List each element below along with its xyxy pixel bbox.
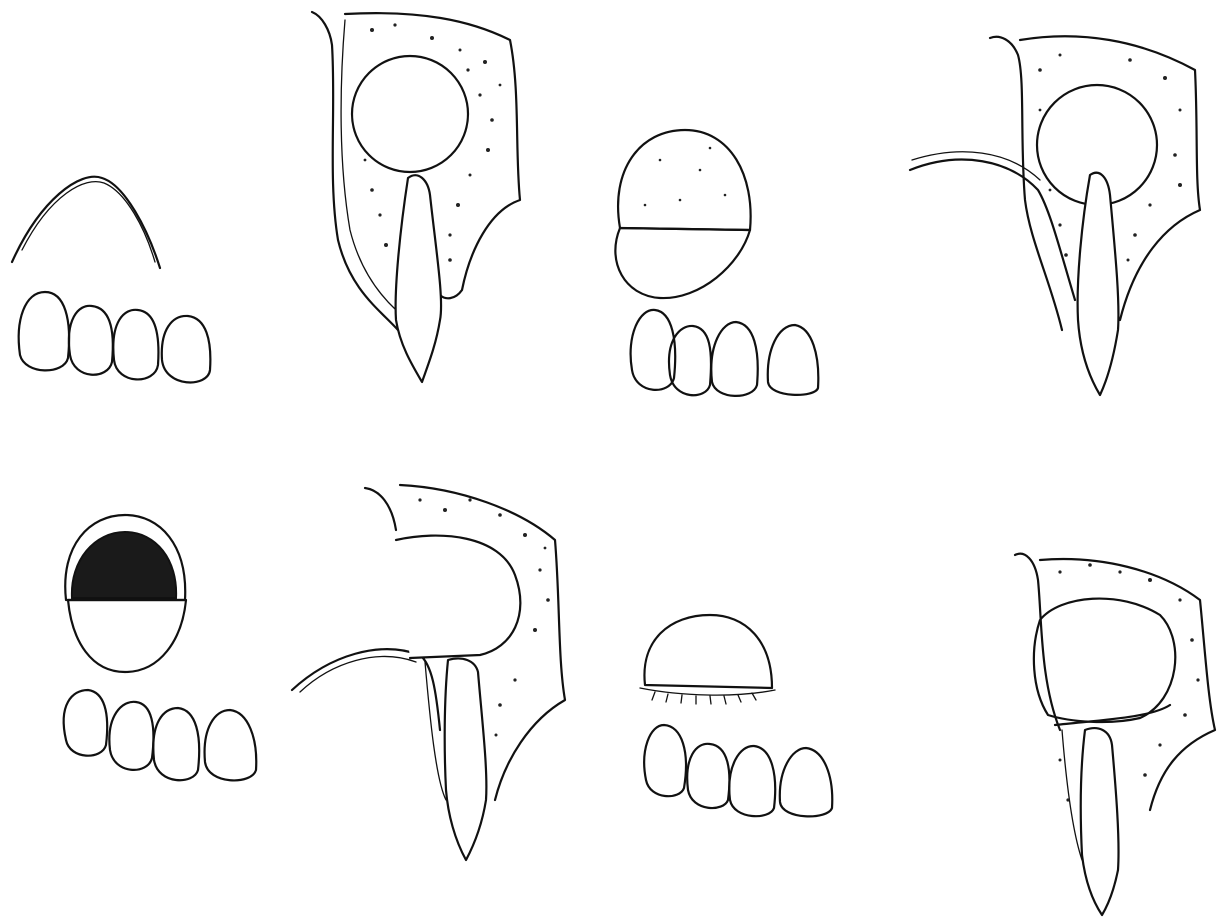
panel-top-left-frontal [12,177,210,383]
mucosa-outline [365,488,396,530]
cyst-exposed [618,130,751,230]
upper-incisors [644,725,832,816]
upper-incisors [64,690,257,780]
incisor-root [1078,173,1119,395]
panel-top-third-frontal [615,130,818,396]
cyst [352,56,468,172]
graft-material [1034,599,1175,722]
panel-bottom-middle-sagittal [292,485,565,860]
graft-material [644,615,772,688]
reflected-flap [292,649,440,730]
panel-top-middle-sagittal [312,12,520,382]
incisor-root [445,659,487,861]
reflected-flap [68,600,186,672]
incisor-root [396,175,441,382]
panel-bottom-left-frontal [64,515,257,780]
incision-line [12,177,160,268]
upper-incisors [19,292,211,382]
cyst-cavity [396,536,520,658]
panel-top-right-sagittal [910,36,1200,395]
sutured-flap [640,688,775,695]
upper-incisors [631,310,819,396]
incisor-root [1081,728,1119,915]
panel-bottom-third-frontal [640,615,832,816]
reflected-flap [615,228,750,298]
panel-bottom-right-sagittal [1015,554,1215,915]
mucosa-outline [1015,554,1060,730]
mucosa-outline [312,12,398,330]
